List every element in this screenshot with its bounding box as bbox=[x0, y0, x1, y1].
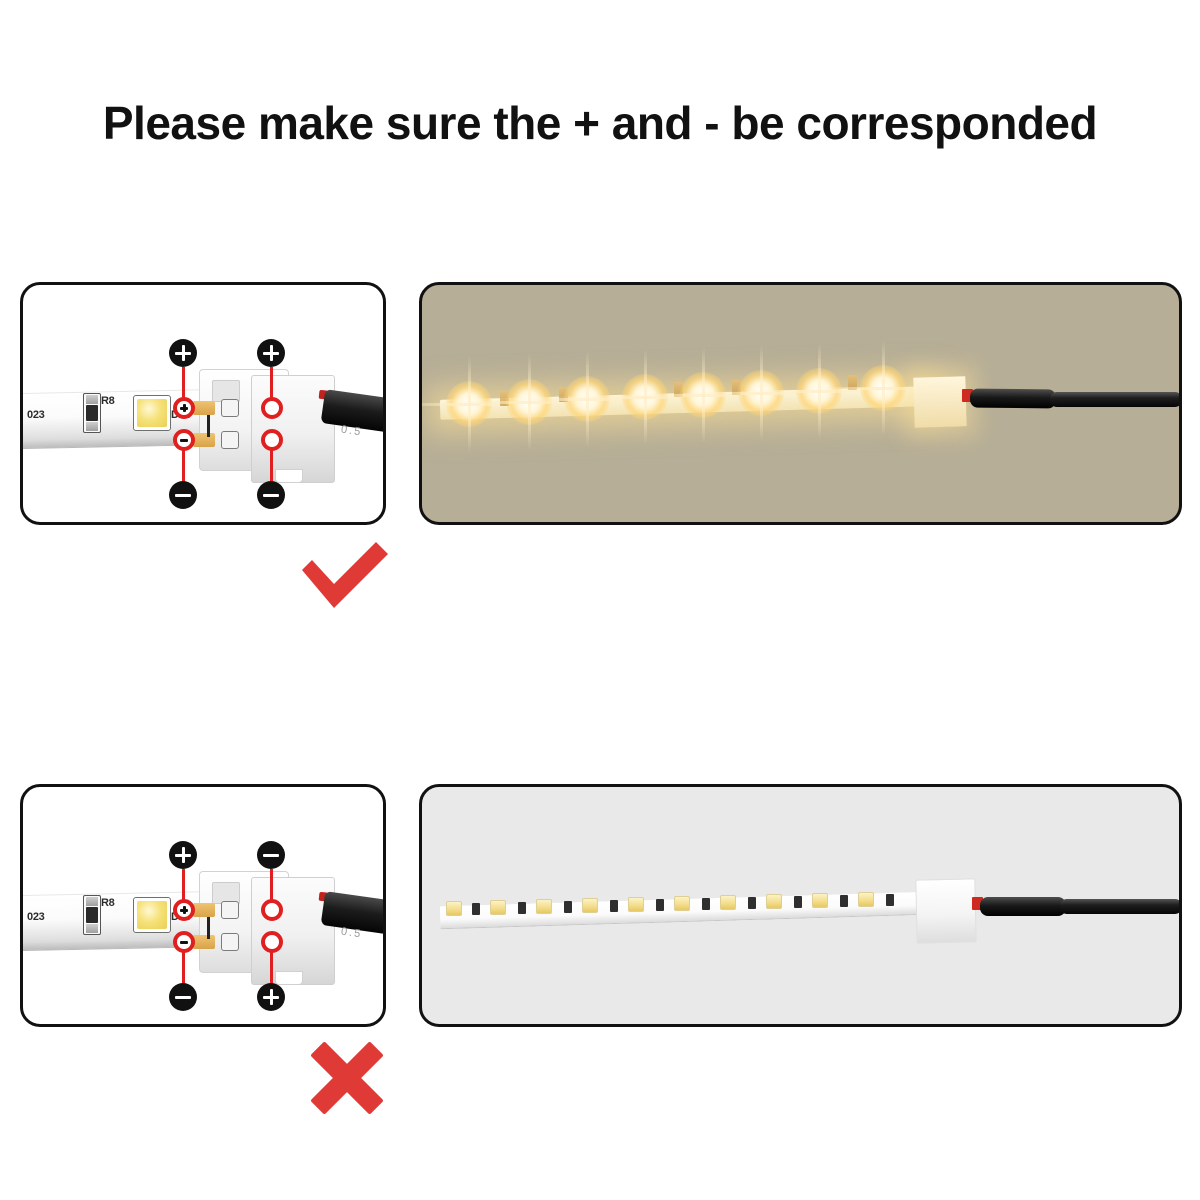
marker-line-strip-top bbox=[182, 367, 185, 407]
connector-contact-top bbox=[221, 901, 239, 919]
unlit-strip-connector bbox=[915, 878, 977, 944]
lit-power-cable bbox=[1050, 392, 1179, 407]
unlit-led-strip-photo-panel bbox=[419, 784, 1182, 1027]
check-mark-icon bbox=[296, 540, 392, 612]
marker-ring-cable-negative bbox=[261, 899, 283, 921]
page-title: Please make sure the + and - be correspo… bbox=[102, 97, 1098, 149]
unlit-led-8 bbox=[766, 894, 782, 909]
incorrect-polarity-diagram-panel: 023 R8 D24 0.5 bbox=[20, 784, 386, 1027]
unlit-led-2 bbox=[490, 900, 506, 915]
lit-led-strip bbox=[439, 386, 931, 420]
connector-notch bbox=[275, 469, 303, 483]
marker-ring-strip-negative bbox=[173, 429, 195, 451]
solder-pad-positive bbox=[193, 903, 215, 917]
unlit-led-3 bbox=[536, 899, 552, 914]
unlit-resistor-6 bbox=[702, 898, 710, 910]
marker-ring-strip-positive bbox=[173, 899, 195, 921]
marker-line-strip-bottom bbox=[182, 949, 185, 991]
marker-line-strip-bottom bbox=[182, 447, 185, 489]
unlit-resistor-1 bbox=[472, 903, 480, 915]
cable-marking-text: 0.5 bbox=[340, 423, 364, 439]
connector-notch bbox=[275, 971, 303, 985]
marker-line-cable-top bbox=[270, 367, 273, 407]
marker-ring-cable-positive bbox=[261, 931, 283, 953]
photo-stage-lit bbox=[422, 285, 1179, 522]
marker-badge-strip-bottom-minus bbox=[169, 983, 197, 1011]
unlit-led-9 bbox=[812, 893, 828, 908]
marker-line-cable-bottom bbox=[270, 949, 273, 991]
connector-contact-bottom bbox=[221, 431, 239, 449]
unlit-resistor-9 bbox=[840, 895, 848, 907]
unlit-led-1 bbox=[446, 901, 462, 916]
marker-badge-strip-bottom-minus bbox=[169, 481, 197, 509]
cross-mark-icon bbox=[306, 1040, 388, 1116]
led-chip-component bbox=[133, 897, 171, 933]
connector-wire-bit bbox=[207, 415, 210, 437]
connector-contact-bottom bbox=[221, 933, 239, 951]
solder-pad-negative bbox=[193, 935, 215, 949]
marker-badge-cable-top-plus bbox=[257, 339, 285, 367]
unlit-resistor-8 bbox=[794, 896, 802, 908]
marker-badge-strip-top-plus bbox=[169, 339, 197, 367]
diagram-stage-correct: 023 R8 D24 0.5 bbox=[23, 285, 383, 522]
marker-ring-strip-positive bbox=[173, 397, 195, 419]
lit-resistor-4 bbox=[732, 380, 741, 395]
unlit-resistor-5 bbox=[656, 899, 664, 911]
unlit-resistor-7 bbox=[748, 897, 756, 909]
lit-resistor-5 bbox=[848, 375, 857, 390]
lit-strip-connector bbox=[913, 376, 967, 428]
photo-stage-unlit bbox=[422, 787, 1179, 1024]
lit-resistor-3 bbox=[674, 382, 683, 397]
lit-cable-red-lead bbox=[962, 389, 973, 402]
resistor-component bbox=[83, 393, 101, 433]
connector-contact-top bbox=[221, 399, 239, 417]
unlit-cable-strain-relief bbox=[980, 897, 1066, 916]
strip-label-d23: 023 bbox=[27, 409, 45, 421]
marker-line-strip-top bbox=[182, 869, 185, 909]
correct-polarity-diagram-panel: 023 R8 D24 0.5 bbox=[20, 282, 386, 525]
marker-badge-strip-top-plus bbox=[169, 841, 197, 869]
marker-badge-cable-top-minus bbox=[257, 841, 285, 869]
unlit-resistor-3 bbox=[564, 901, 572, 913]
unlit-resistor-10 bbox=[886, 894, 894, 906]
resistor-component bbox=[83, 895, 101, 935]
solder-pad-positive bbox=[193, 401, 215, 415]
diagram-stage-incorrect: 023 R8 D24 0.5 bbox=[23, 787, 383, 1024]
unlit-resistor-2 bbox=[518, 902, 526, 914]
marker-ring-cable-negative bbox=[261, 429, 283, 451]
lit-led-strip-photo-panel bbox=[419, 282, 1182, 525]
strip-label-d23: 023 bbox=[27, 911, 45, 923]
unlit-led-7 bbox=[720, 895, 736, 910]
lit-cable-strain-relief bbox=[969, 388, 1057, 409]
connector-wire-bit bbox=[207, 917, 210, 939]
marker-line-cable-top bbox=[270, 869, 273, 909]
unlit-led-10 bbox=[858, 892, 874, 907]
led-chip-component bbox=[133, 395, 171, 431]
unlit-resistor-4 bbox=[610, 900, 618, 912]
unlit-led-5 bbox=[628, 897, 644, 912]
cable-marking-text: 0.5 bbox=[340, 925, 364, 941]
lit-resistor-2 bbox=[559, 387, 568, 402]
unlit-led-6 bbox=[674, 896, 690, 911]
unlit-led-4 bbox=[582, 898, 598, 913]
marker-badge-cable-bottom-minus bbox=[257, 481, 285, 509]
strip-label-r8: R8 bbox=[101, 395, 115, 407]
marker-ring-cable-positive bbox=[261, 397, 283, 419]
strip-label-r8: R8 bbox=[101, 897, 115, 909]
unlit-power-cable bbox=[1060, 899, 1179, 914]
marker-ring-strip-negative bbox=[173, 931, 195, 953]
solder-pad-negative bbox=[193, 433, 215, 447]
marker-badge-cable-bottom-plus bbox=[257, 983, 285, 1011]
unlit-cable-red-lead bbox=[972, 897, 983, 910]
lit-resistor-1 bbox=[500, 391, 509, 406]
marker-line-cable-bottom bbox=[270, 447, 273, 489]
